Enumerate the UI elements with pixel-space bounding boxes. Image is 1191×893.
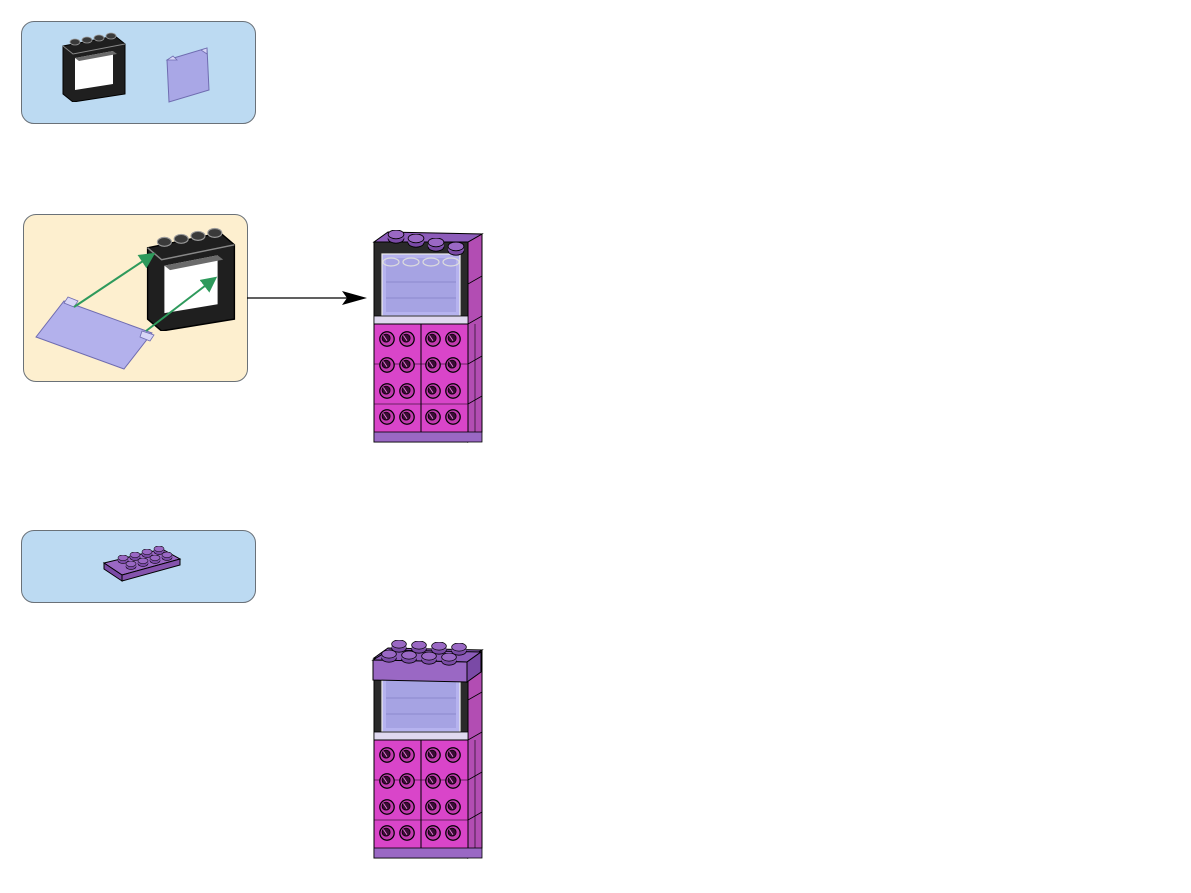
- parts-list-callout-step-1: [21, 21, 256, 124]
- top-studs-step-1: [373, 228, 473, 268]
- plate-2x4-part-icon: [102, 541, 182, 591]
- wall-model-step-2: [363, 640, 485, 870]
- green-insert-arrows-icon: [24, 215, 247, 381]
- wall-model-step-1: [363, 224, 485, 454]
- subassembly-pointer-arrow: [247, 288, 369, 308]
- window-frame-part-icon: [59, 32, 129, 102]
- window-glass-part-icon: [163, 44, 213, 106]
- parts-list-callout-step-2: [21, 530, 256, 603]
- top-plate-step-2: [369, 638, 485, 688]
- window-glass-subassembly-icon: [34, 296, 156, 373]
- subassembly-callout-step-1: [23, 214, 248, 382]
